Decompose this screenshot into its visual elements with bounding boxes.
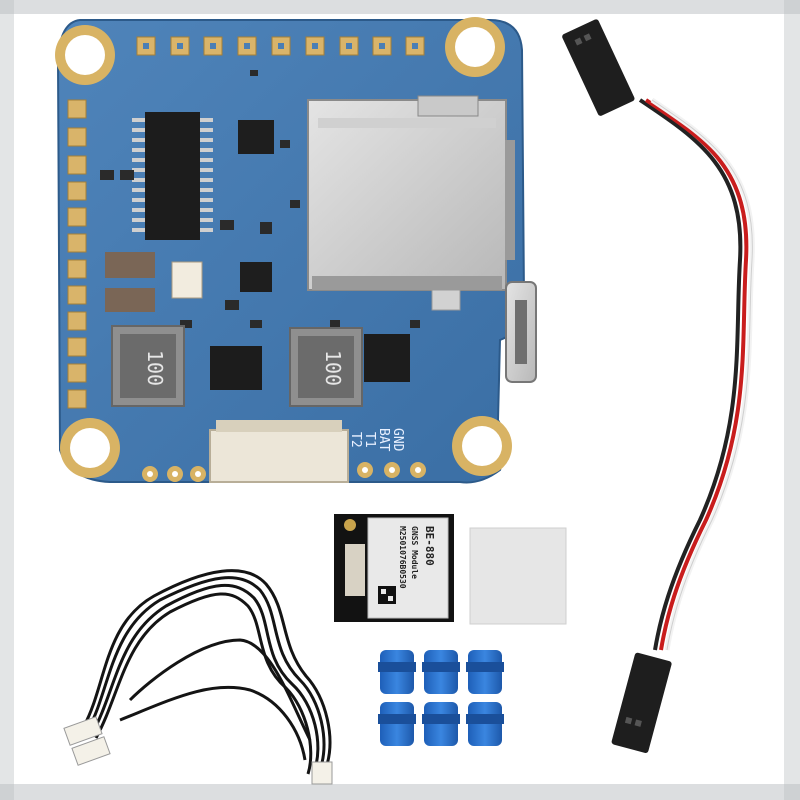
pad-label-t1: T1 [362, 432, 377, 448]
pad-label-gnd: GND [390, 428, 405, 452]
gnss-serial-label: M2501076B0530 [398, 526, 407, 589]
qr-code [378, 586, 396, 604]
regulator-chip-right [364, 334, 410, 382]
gps-wire-harness [82, 569, 332, 775]
microsd-card-slot [307, 95, 515, 291]
pad-label-bat: BAT [376, 428, 391, 452]
gnss-connector [345, 544, 365, 596]
harness-connector-left [63, 716, 111, 766]
damper-2 [422, 650, 460, 694]
regulator-chip-left [210, 346, 262, 390]
inductor-right: 100 [289, 327, 363, 407]
pad-label-t2: T2 [348, 432, 363, 448]
crystal [171, 261, 203, 299]
inductor-left-label: 100 [143, 350, 167, 386]
capacitor-1 [105, 252, 155, 278]
flight-controller-board: 100 100 [55, 17, 537, 484]
gnss-model-label: BE-880 [423, 526, 436, 566]
left-solder-pads [67, 99, 87, 409]
capacitor-2 [105, 288, 155, 312]
damper-6 [466, 702, 504, 746]
watermark-border-top [0, 0, 800, 14]
watermark-border-right [784, 0, 800, 800]
harness-connector-right [311, 761, 333, 785]
sd-contact [431, 289, 461, 311]
watermark-border-left [0, 0, 14, 800]
servo-lead-cable [562, 19, 755, 753]
main-ic-chip [132, 112, 213, 240]
mounting-hole-top-right [445, 17, 505, 77]
jst-connector [209, 420, 349, 483]
damper-4 [378, 702, 416, 746]
damper-3 [466, 650, 504, 694]
rubber-dampers [378, 650, 504, 746]
small-chip-1 [238, 120, 274, 154]
gnss-module: BE-880 GNSS Module M2501076B0530 [334, 514, 454, 622]
inductor-right-label: 100 [321, 350, 345, 386]
mounting-hole-bottom-left [60, 418, 120, 478]
watermark-border-bottom [0, 784, 800, 800]
gnss-type-label: GNSS Module [410, 526, 419, 579]
bottom-solder-holes [142, 462, 426, 482]
adhesive-foam-pad [469, 527, 567, 625]
damper-5 [422, 702, 460, 746]
servo-connector-top [562, 19, 635, 116]
mounting-hole-bottom-right [452, 416, 512, 476]
small-chip-2 [240, 262, 272, 292]
servo-connector-bottom [611, 652, 672, 753]
inductor-left: 100 [111, 325, 185, 407]
usb-connector [505, 281, 537, 383]
mounting-hole-top-left [55, 25, 115, 85]
damper-1 [378, 650, 416, 694]
